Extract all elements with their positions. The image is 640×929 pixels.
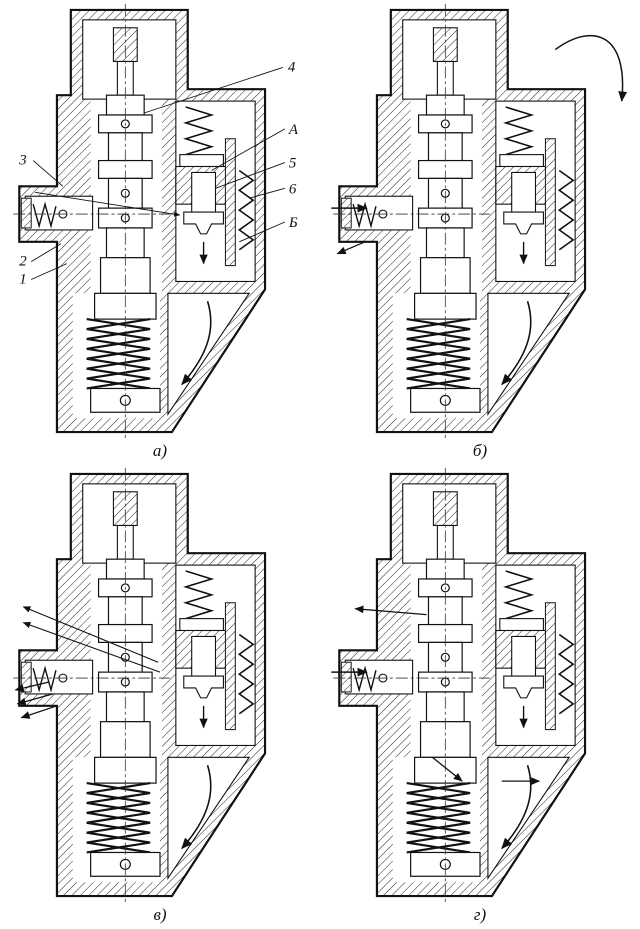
panel-g: г) [320,464,640,929]
callout-2-label: 2 [19,254,27,270]
panel-a-annotations [30,66,286,280]
panel-g-label: г) [473,905,487,924]
port-flow-arrow [16,693,54,706]
panel-a-label: а) [152,441,168,460]
exhaust-flow-arrow [22,606,159,663]
callout-4-label: 4 [288,59,296,75]
pointer-arrow [35,191,181,217]
panel-v-annotations [14,606,161,719]
panel-b-annotations [331,34,628,255]
bypass-flow-arrow [554,34,628,102]
panel-g-annotations [331,605,541,785]
callout-A-label: А [288,122,299,138]
valve-drawing-g [333,468,585,902]
panel-v: в) [0,464,320,929]
callout-6-label: 6 [289,181,297,197]
callout-3-label: 3 [18,153,26,169]
panel-b-label: б) [472,441,488,460]
drain-flow-arrow [336,241,366,255]
callout-1-label: 1 [19,271,26,287]
exhaust-flow-arrow [22,621,161,673]
panel-v-label: в) [153,905,167,924]
valve-drawing-b [333,4,585,438]
panel-a: 4 А 5 6 Б 3 2 1 а) [0,0,320,464]
port-flow-arrow [14,681,50,692]
panel-b: б) [320,0,640,464]
exhaust-flow-arrow [354,605,427,616]
internal-flow-arrow [432,756,463,782]
valve-drawing-v [13,468,265,902]
callout-B-label: Б [288,215,298,231]
valve-drawing-a [13,4,265,438]
callout-5-label: 5 [289,156,296,172]
port-flow-arrow [20,705,58,719]
